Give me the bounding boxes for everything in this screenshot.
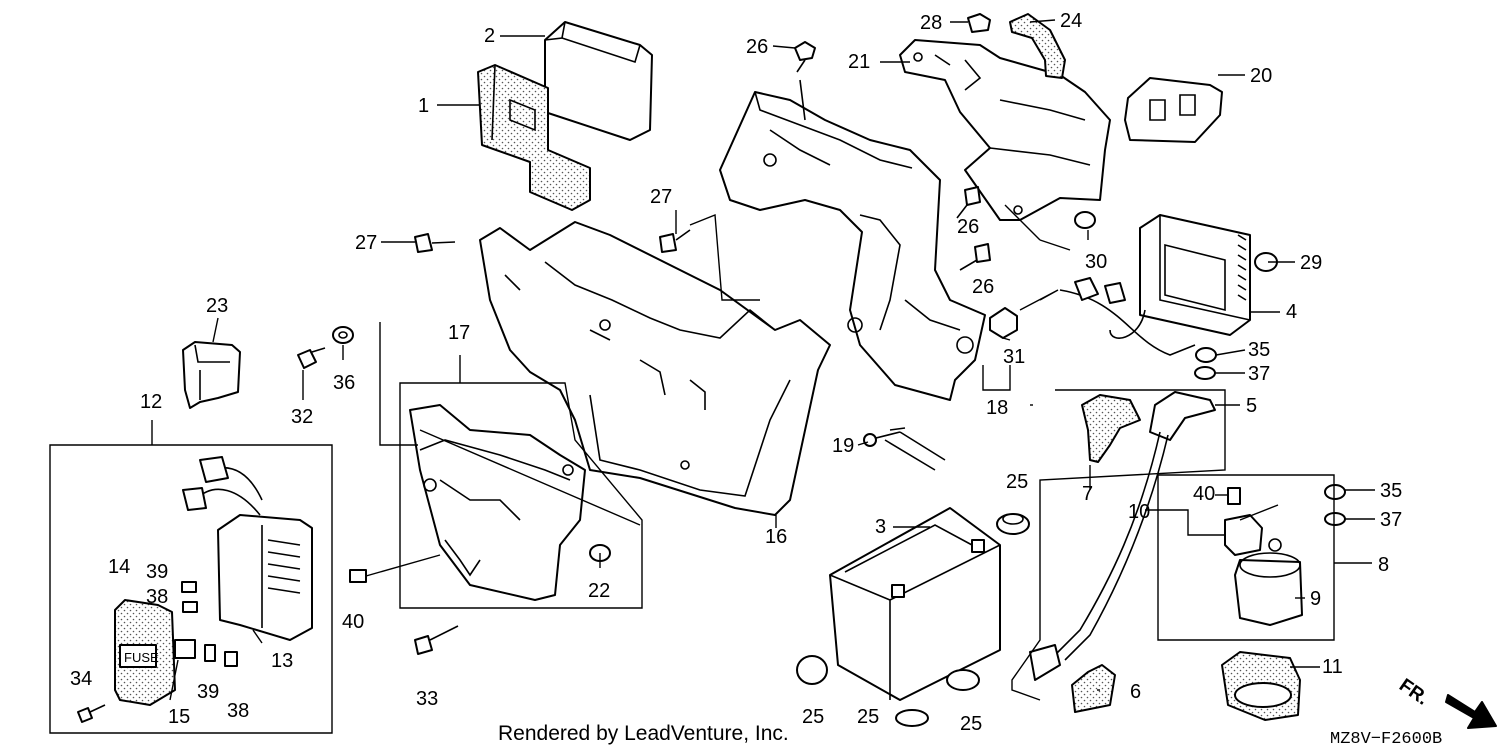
ecu-cover — [544, 21, 653, 141]
battery-rod — [863, 427, 946, 471]
callout-26c: 26 — [972, 276, 994, 298]
starter-relay — [1224, 487, 1303, 626]
callout-25d: 25 — [960, 713, 982, 735]
callout-18: 18 — [986, 397, 1008, 419]
fuse-label: FUSE — [124, 650, 159, 665]
callout-36: 36 — [333, 372, 355, 394]
callout-26a: 26 — [746, 36, 768, 58]
callout-9: 9 — [1310, 588, 1321, 610]
callout-16: 16 — [765, 526, 787, 548]
callout-25a: 25 — [1006, 471, 1028, 493]
callout-39b: 39 — [197, 681, 219, 703]
callout-26b: 26 — [957, 216, 979, 238]
callout-2: 2 — [484, 25, 495, 47]
callout-35a: 35 — [1248, 339, 1270, 361]
callout-40b: 40 — [1193, 483, 1215, 505]
callout-17: 17 — [448, 322, 470, 344]
upper-case — [719, 79, 986, 401]
grommets — [796, 513, 1030, 727]
callout-7: 7 — [1082, 483, 1093, 505]
hardware — [77, 13, 1346, 723]
callout-19: 19 — [832, 435, 854, 457]
battery-cable — [1029, 391, 1216, 681]
callout-5: 5 — [1246, 395, 1257, 417]
callout-39a: 39 — [146, 561, 168, 583]
callout-21: 21 — [848, 51, 870, 73]
callout-27b: 27 — [355, 232, 377, 254]
fuse-box — [182, 456, 313, 641]
callout-40a: 40 — [342, 611, 364, 633]
spare-fuses — [174, 581, 238, 667]
callout-8: 8 — [1378, 554, 1389, 576]
front-arrow-icon — [1445, 694, 1497, 729]
callout-3: 3 — [875, 516, 886, 538]
front-label: FR. — [1395, 675, 1432, 710]
callout-4: 4 — [1286, 301, 1297, 323]
callout-numbers: 1 2 3 4 5 6 7 8 9 10 11 12 13 14 15 16 1… — [70, 10, 1402, 735]
leader-lines — [169, 19, 1375, 701]
callout-15: 15 — [168, 706, 190, 728]
callout-29: 29 — [1300, 252, 1322, 274]
upper-side-cover — [899, 39, 1111, 221]
callout-11: 11 — [1322, 656, 1343, 678]
fuse-label-box — [119, 644, 157, 668]
callout-35b: 35 — [1380, 480, 1402, 502]
battery-case — [479, 221, 831, 516]
callout-25b: 25 — [802, 706, 824, 728]
callout-30: 30 — [1085, 251, 1107, 273]
callout-32: 32 — [291, 406, 313, 428]
bracket — [1124, 77, 1223, 143]
diagram-code: MZ8V−F2600B — [1330, 730, 1442, 749]
callout-12: 12 — [140, 391, 162, 413]
fuse-cover: FUSE — [114, 599, 176, 706]
group-brackets — [49, 355, 1335, 734]
callout-37a: 37 — [1248, 363, 1270, 385]
regulator-rectifier — [1059, 214, 1251, 356]
callout-20: 20 — [1250, 65, 1272, 87]
callout-22: 22 — [588, 580, 610, 602]
battery-holder — [409, 404, 586, 601]
callout-38b: 38 — [227, 700, 249, 722]
terminal-cover-6 — [1071, 664, 1116, 713]
callout-14: 14 — [108, 556, 130, 578]
front-indicator: FR. — [1395, 675, 1497, 729]
callout-38a: 38 — [146, 586, 168, 608]
callout-25c: 25 — [857, 706, 879, 728]
callout-10: 10 — [1128, 501, 1150, 523]
callout-1: 1 — [418, 95, 429, 117]
strap — [1009, 13, 1066, 79]
credit-text: Rendered by LeadVenture, Inc. — [498, 722, 789, 745]
ecu-rubber-mount — [477, 64, 591, 211]
callout-23: 23 — [206, 295, 228, 317]
battery — [829, 507, 1001, 701]
callout-28: 28 — [920, 12, 942, 34]
relay-cover — [1221, 651, 1301, 721]
callout-13: 13 — [271, 650, 293, 672]
terminal-cap — [182, 341, 241, 409]
callout-37b: 37 — [1380, 509, 1402, 531]
terminal-cover-7 — [1081, 394, 1141, 463]
callout-33: 33 — [416, 688, 438, 710]
callout-6: 6 — [1130, 681, 1141, 703]
callout-34: 34 — [70, 668, 92, 690]
callout-24: 24 — [1060, 10, 1082, 32]
callout-31: 31 — [1003, 346, 1025, 368]
callout-27a: 27 — [650, 186, 672, 208]
